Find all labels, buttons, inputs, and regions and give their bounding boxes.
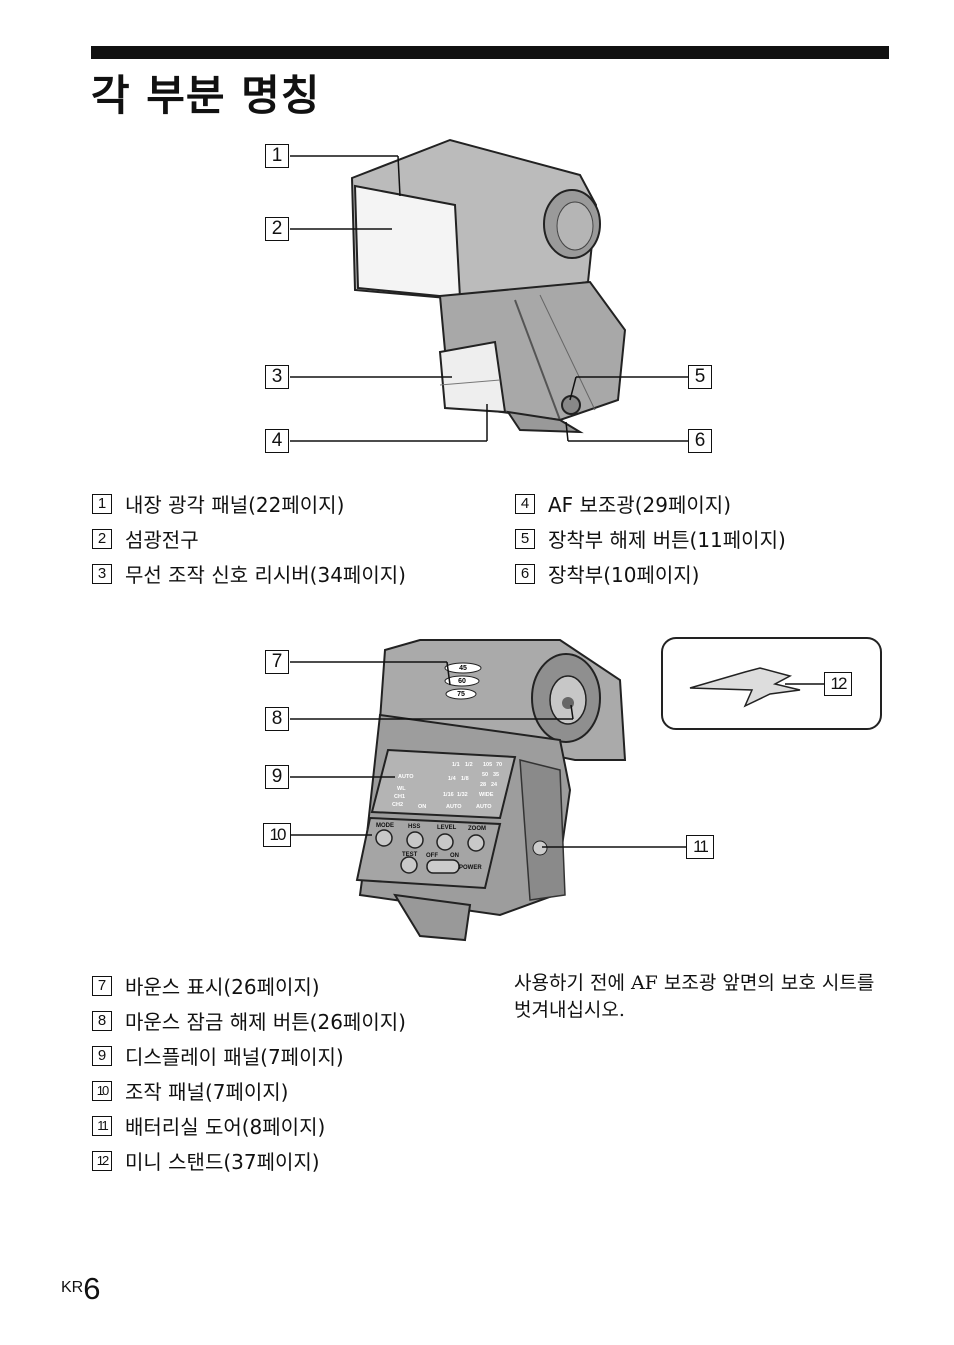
protective-sheet-note: 사용하기 전에 AF 보조광 앞면의 보호 시트를 벗겨내십시오.: [514, 972, 875, 1021]
legend-text: 배터리실 도어(8페이지): [125, 1115, 326, 1139]
legend-item: 4 AF 보조광(29페이지): [515, 486, 786, 521]
lcd-1-2: 1/2: [465, 762, 473, 768]
legend-item: 12 미니 스탠드(37페이지): [92, 1143, 406, 1178]
bounce-75: 75: [457, 691, 465, 698]
legend-item: 8 마운스 잠금 해제 버튼(26페이지): [92, 1003, 406, 1038]
callout-5: 5: [688, 365, 712, 389]
flash-front-illustration: [290, 138, 688, 442]
legend-text: AF 보조광(29페이지): [548, 493, 731, 517]
callout-9: 9: [265, 765, 289, 789]
legend-text: 미니 스탠드(37페이지): [125, 1150, 320, 1174]
callout-3: 3: [265, 365, 289, 389]
lcd-auto-2: AUTO: [446, 804, 462, 810]
legend-bottom: 7 바운스 표시(26페이지) 8 마운스 잠금 해제 버튼(26페이지) 9 디스플…: [92, 968, 406, 1178]
lcd-1-8: 1/8: [461, 776, 469, 782]
legend-number: 6: [515, 563, 535, 584]
lcd-auto-3: AUTO: [476, 804, 492, 810]
callout-7: 7: [265, 650, 289, 674]
legend-number: 1: [92, 493, 112, 514]
flash-rear-illustration: 45 60 75 AUTO WL CH1 CH2 ON 1/1 1/2 1/4 …: [290, 637, 882, 942]
lcd-wl: WL: [397, 786, 406, 792]
page-lang-code: KR: [61, 1279, 84, 1296]
callout-8: 8: [265, 707, 289, 731]
legend-text: 디스플레이 패널(7페이지): [125, 1045, 344, 1069]
legend-number: 8: [92, 1010, 112, 1031]
callout-1: 1: [265, 144, 289, 168]
lcd-auto: AUTO: [398, 774, 414, 780]
lcd-70: 70: [496, 762, 502, 768]
lcd-ch2: CH2: [392, 802, 403, 808]
lcd-1-1: 1/1: [452, 762, 460, 768]
legend-item: 7 바운스 표시(26페이지): [92, 968, 406, 1003]
page-title: 각 부분 명칭: [91, 71, 321, 120]
btn-label-power: POWER: [459, 865, 482, 871]
legend-item: 5 장착부 해제 버튼(11페이지): [515, 521, 786, 556]
btn-label-on: ON: [450, 853, 459, 859]
callout-2: 2: [265, 217, 289, 241]
lcd-on: ON: [418, 804, 426, 810]
lcd-28: 28: [480, 782, 486, 788]
legend-text: 장착부 해제 버튼(11페이지): [548, 528, 786, 552]
btn-label-off: OFF: [426, 853, 438, 859]
legend-item: 9 디스플레이 패널(7페이지): [92, 1038, 406, 1073]
legend-item: 3 무선 조작 신호 리시버(34페이지): [92, 556, 406, 591]
legend-text: 내장 광각 패널(22페이지): [125, 493, 345, 517]
legend-item: 11 배터리실 도어(8페이지): [92, 1108, 406, 1143]
legend-text: 장착부(10페이지): [548, 563, 700, 587]
lcd-50: 50: [482, 772, 488, 778]
legend-number: 3: [92, 563, 112, 584]
legend-number: 2: [92, 528, 112, 549]
bounce-60: 60: [458, 678, 466, 685]
btn-label-hss: HSS: [408, 824, 420, 830]
legend-item: 6 장착부(10페이지): [515, 556, 786, 591]
lcd-1-4: 1/4: [448, 776, 457, 782]
legend-text: 섬광전구: [125, 528, 199, 552]
btn-label-zoom: ZOOM: [468, 826, 486, 832]
legend-number: 7: [92, 975, 112, 996]
callout-6: 6: [688, 429, 712, 453]
legend-number: 11: [92, 1115, 112, 1136]
legend-number: 5: [515, 528, 535, 549]
legend-text: 무선 조작 신호 리시버(34페이지): [125, 563, 406, 587]
title-rule: [91, 46, 889, 59]
lcd-35: 35: [493, 772, 499, 778]
legend-number: 10: [92, 1080, 112, 1101]
btn-label-mode: MODE: [376, 823, 394, 829]
legend-text: 조작 패널(7페이지): [125, 1080, 289, 1104]
callout-10: 10: [263, 823, 291, 847]
lcd-1-32: 1/32: [457, 792, 468, 798]
page-number: KR6: [61, 1271, 100, 1307]
callout-11: 11: [686, 835, 714, 859]
callout-4: 4: [265, 429, 289, 453]
legend-text: 마운스 잠금 해제 버튼(26페이지): [125, 1010, 406, 1034]
legend-top-left: 1 내장 광각 패널(22페이지) 2 섬광전구 3 무선 조작 신호 리시버(34페…: [92, 486, 406, 591]
legend-number: 12: [92, 1150, 112, 1171]
legend-item: 2 섬광전구: [92, 521, 406, 556]
bounce-45: 45: [459, 665, 467, 672]
legend-number: 4: [515, 493, 535, 514]
lcd-1-16: 1/16: [443, 792, 454, 798]
callout-12: 12: [824, 672, 852, 696]
lcd-ch1: CH1: [394, 794, 405, 800]
btn-label-test: TEST: [402, 852, 418, 858]
legend-text: 바운스 표시(26페이지): [125, 975, 320, 999]
lcd-wide: WIDE: [479, 792, 494, 798]
lcd-105: 105: [483, 762, 492, 768]
legend-top-right: 4 AF 보조광(29페이지) 5 장착부 해제 버튼(11페이지) 6 장착부(10…: [515, 486, 786, 591]
lcd-24: 24: [491, 782, 498, 788]
legend-item: 1 내장 광각 패널(22페이지): [92, 486, 406, 521]
btn-label-level: LEVEL: [437, 825, 457, 831]
legend-number: 9: [92, 1045, 112, 1066]
legend-item: 10 조작 패널(7페이지): [92, 1073, 406, 1108]
page-number-value: 6: [83, 1271, 101, 1306]
